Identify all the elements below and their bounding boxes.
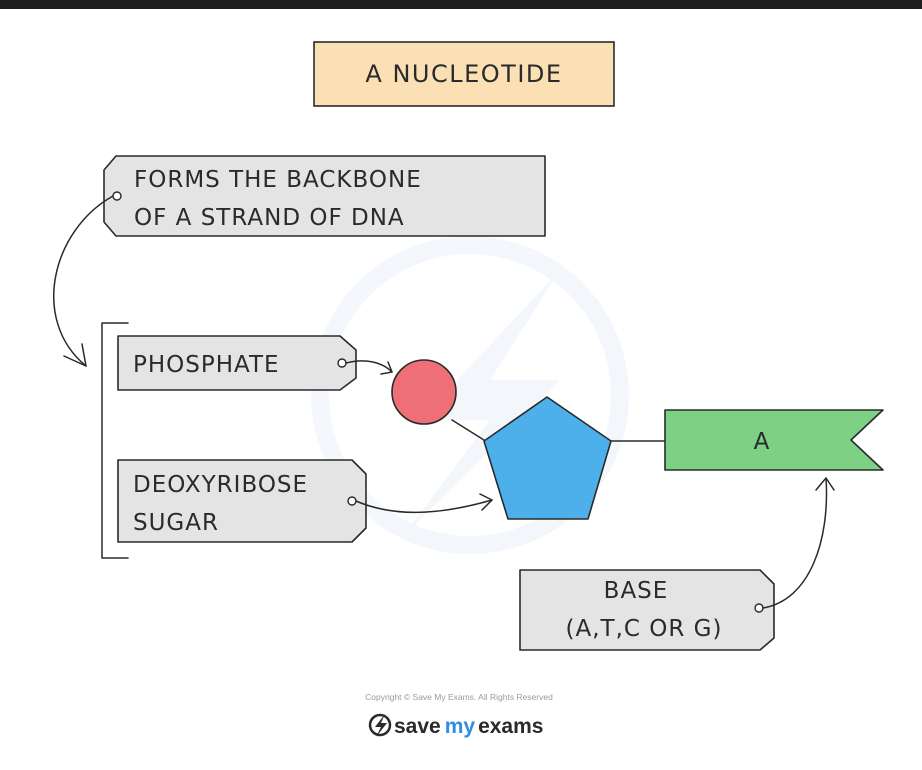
- base-symbol: A: [754, 429, 771, 455]
- backbone-note: FORMS THE BACKBONE OF A STRAND OF DNA: [103, 155, 546, 237]
- base-arrow: [762, 477, 828, 609]
- sugar-arrow: [355, 499, 493, 514]
- top-bar: [0, 0, 922, 9]
- base-label: BASE (A,T,C OR G): [519, 569, 775, 651]
- title-box: A NUCLEOTIDE: [313, 41, 615, 107]
- watermark-logo: [311, 236, 629, 554]
- title-text: A NUCLEOTIDE: [365, 60, 562, 88]
- phosphate-arrow: [345, 360, 393, 373]
- tag-hole-icon: [112, 191, 122, 201]
- tag-hole-icon: [347, 496, 357, 506]
- tag-hole-icon: [754, 603, 764, 613]
- phosphate-arrowhead-icon: [380, 361, 393, 375]
- group-bracket: [101, 322, 129, 559]
- tag-hole-icon: [337, 358, 347, 368]
- backbone-arrow: [53, 195, 114, 367]
- copyright-text: Copyright © Save My Exams. All Rights Re…: [365, 692, 553, 702]
- sugar-label-line1: DEOXYRIBOSE: [133, 472, 308, 498]
- phosphate-label-text: PHOSPHATE: [133, 352, 280, 378]
- sugar-label: DEOXYRIBOSE SUGAR: [117, 459, 367, 543]
- backbone-note-line1: FORMS THE BACKBONE: [134, 167, 422, 193]
- phosphate-circle: [391, 359, 457, 425]
- sugar-arrowhead-icon: [479, 493, 493, 511]
- backbone-note-line2: OF A STRAND OF DNA: [134, 205, 405, 231]
- base-label-line2: (A,T,C OR G): [566, 616, 723, 642]
- sugar-pentagon: [483, 396, 612, 520]
- phosphate-label: PHOSPHATE: [117, 335, 357, 391]
- base-flag: A: [664, 409, 884, 471]
- base-arrowhead-icon: [815, 477, 835, 491]
- base-label-line1: BASE: [604, 578, 669, 604]
- backbone-arrowhead-icon: [63, 343, 87, 367]
- lightning-icon: [368, 713, 392, 737]
- phosphate-sugar-bond: [451, 419, 485, 441]
- sugar-label-line2: SUGAR: [133, 510, 219, 536]
